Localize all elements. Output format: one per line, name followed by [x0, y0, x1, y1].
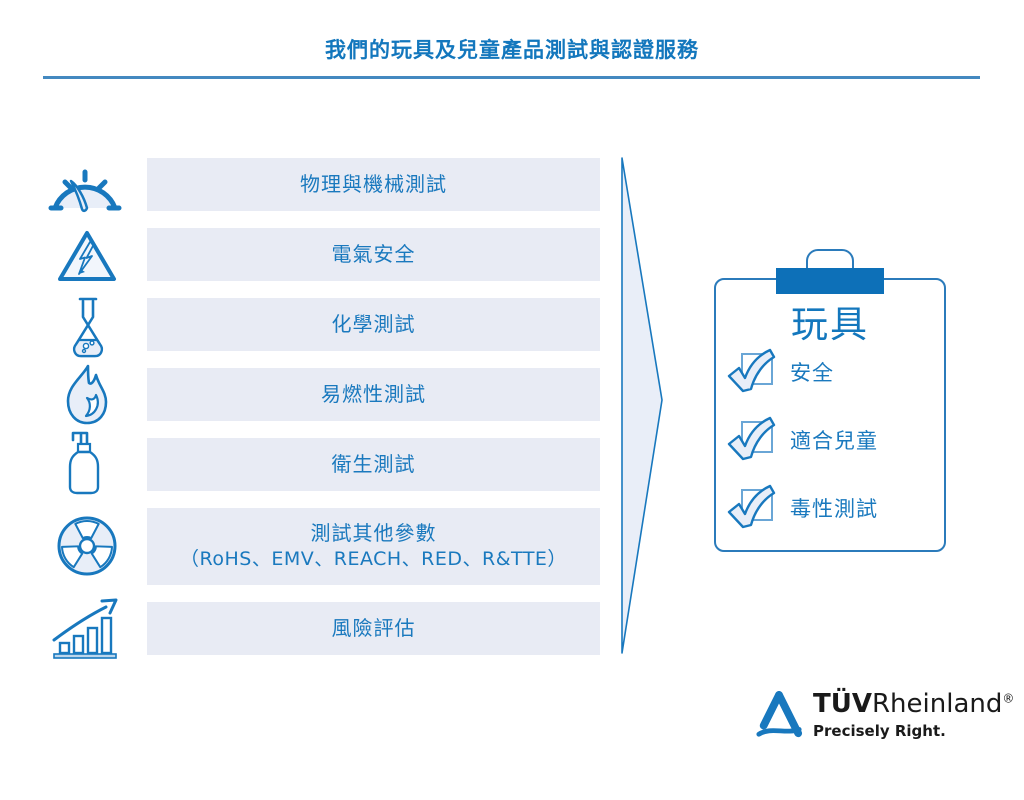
- checkmark-icon: [727, 484, 776, 529]
- service-label: 電氣安全: [331, 242, 416, 266]
- service-label: 化學測試: [331, 312, 416, 336]
- service-bar: 測試其他參數 （RoHS、EMV、REACH、RED、R&TTE）: [147, 508, 600, 585]
- service-label: 衛生測試: [331, 452, 416, 476]
- pump-bottle-icon: [68, 431, 100, 495]
- logo-wordmark: TÜVRheinland®: [813, 689, 1015, 719]
- service-label: 易燃性測試: [321, 382, 426, 406]
- service-label: 風險評估: [331, 616, 416, 640]
- service-label: 物理與機械測試: [300, 172, 447, 196]
- radiation-icon: [57, 516, 117, 576]
- electrical-hazard-icon: [58, 231, 116, 281]
- service-bar: 易燃性測試: [147, 368, 600, 421]
- service-bar: 電氣安全: [147, 228, 600, 281]
- flame-icon: [66, 364, 108, 425]
- clipboard-clip: [776, 268, 884, 294]
- tuv-rheinland-logo: TÜVRheinland® Precisely Right.: [755, 690, 1014, 742]
- clipboard-title: 玩具: [791, 303, 869, 346]
- checklist-label: 適合兒童: [790, 429, 878, 453]
- logo-tagline: Precisely Right.: [813, 721, 946, 740]
- checklist-label: 毒性測試: [790, 497, 878, 521]
- speedometer-icon: [48, 169, 122, 213]
- toy-checklist-clipboard: 玩具 安全 適合兒童 毒性測試: [714, 249, 946, 552]
- arrow-right-shape: [621, 157, 663, 654]
- logo-text: TÜVRheinland® Precisely Right.: [813, 690, 1014, 740]
- checklist-item: 毒性測試: [716, 482, 944, 534]
- checkmark-icon: [727, 348, 776, 393]
- checkmark-icon: [727, 416, 776, 461]
- page-title: 我們的玩具及兒童產品測試與認證服務: [325, 38, 699, 62]
- flask-icon: [72, 297, 104, 358]
- checklist-label: 安全: [790, 361, 834, 385]
- growth-chart-icon: [52, 598, 118, 659]
- service-bar: 風險評估: [147, 602, 600, 655]
- service-label: 測試其他參數: [310, 521, 437, 546]
- service-bar: 化學測試: [147, 298, 600, 351]
- checklist-item: 適合兒童: [716, 414, 944, 466]
- service-sublabel: （RoHS、EMV、REACH、RED、R&TTE）: [180, 548, 567, 571]
- tuv-triangle-icon: [756, 691, 803, 738]
- service-bar: 衛生測試: [147, 438, 600, 491]
- checklist-item: 安全: [716, 346, 944, 398]
- title-divider: [43, 76, 980, 79]
- service-bar: 物理與機械測試: [147, 158, 600, 211]
